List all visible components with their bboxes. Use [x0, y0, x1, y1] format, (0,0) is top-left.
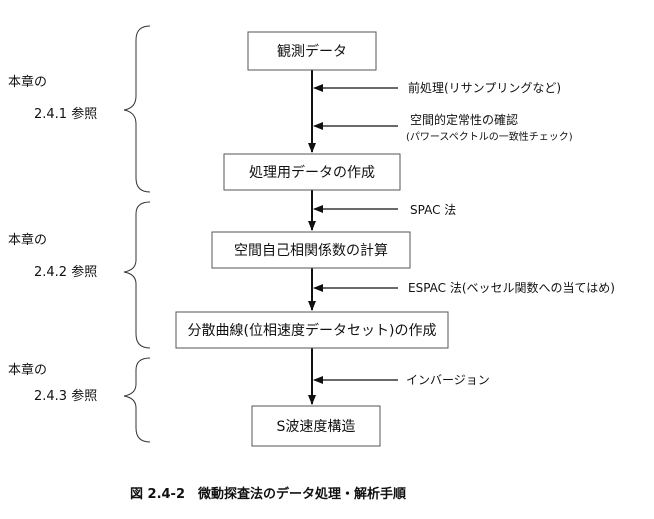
- input-label-1: 前処理(リサンプリングなど): [408, 80, 561, 95]
- reference-1-line1: 本章の: [8, 74, 47, 90]
- step-box-1: [247, 31, 377, 71]
- reference-1-line2: 2.4.1 参照: [34, 106, 97, 122]
- reference-3-line2: 2.4.3 参照: [34, 388, 97, 404]
- step-label-1: 観測データ: [277, 43, 347, 60]
- reference-brace-2: [123, 201, 151, 349]
- step-box-5: [251, 405, 381, 447]
- step-label-4: 分散曲線(位相速度データセット)の作成: [188, 322, 437, 339]
- input-label-3: SPAC 法: [410, 203, 456, 217]
- input-label-5: インバージョン: [406, 373, 490, 387]
- step-label-5: S波速度構造: [277, 419, 356, 435]
- reference-2-line1: 本章の: [8, 232, 47, 248]
- input-sublabel-2: (パワースペクトルの一致性チェック): [406, 130, 573, 143]
- step-label-2: 処理用データの作成: [249, 164, 375, 181]
- step-label-3: 空間自己相関係数の計算: [234, 243, 388, 259]
- input-label-2: 空間的定常性の確認: [410, 112, 518, 127]
- step-box-2: [223, 153, 401, 191]
- step-box-3: [211, 231, 411, 269]
- figure-caption: 図 2.4-2 微動探査法のデータ処理・解析手順: [130, 486, 407, 502]
- step-box-4: [175, 311, 449, 349]
- reference-brace-3: [123, 357, 151, 443]
- reference-2-line2: 2.4.2 参照: [34, 264, 97, 280]
- reference-3-line1: 本章の: [8, 362, 47, 378]
- input-label-4: ESPAC 法(ベッセル関数への当てはめ): [408, 280, 615, 295]
- reference-brace-1: [123, 25, 151, 193]
